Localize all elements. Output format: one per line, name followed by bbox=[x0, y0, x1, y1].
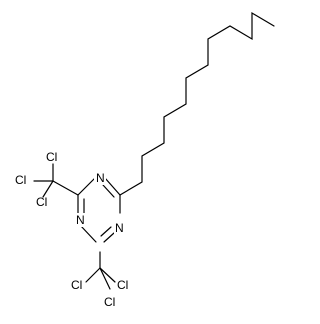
ring-n-left-bg bbox=[74, 213, 86, 227]
lower-c-cl-bond-2 bbox=[99, 267, 116, 283]
ring-bond-c3-n3 bbox=[103, 232, 115, 243]
ring-bond-n1-c2 bbox=[77, 177, 96, 196]
c2-to-ccl3-upper bbox=[52, 180, 79, 196]
ring-n-left-label: N bbox=[76, 213, 85, 227]
dodecyl-chain bbox=[119, 11, 275, 196]
ring-bond-c1-n1 bbox=[104, 177, 121, 196]
atom-labels: N N N Cl Cl Cl Cl Cl Cl bbox=[15, 150, 128, 309]
triazine-ring bbox=[77, 177, 121, 243]
cl-upper-3-label: Cl bbox=[36, 195, 47, 209]
ring-n-top-label: N bbox=[96, 171, 105, 185]
ring-bond-n2-c3 bbox=[79, 224, 97, 243]
ring-n-top-bg bbox=[94, 171, 106, 185]
lower-c-cl-bond-1 bbox=[85, 267, 101, 283]
molecule-structure-diagram: N N N Cl Cl Cl Cl Cl Cl bbox=[15, 11, 275, 309]
lower-trichloromethyl-group bbox=[85, 251, 116, 290]
lower-c-cl-bond-3 bbox=[99, 267, 111, 290]
upper-trichloromethyl-group bbox=[33, 163, 79, 198]
cl-upper-2-label: Cl bbox=[15, 173, 26, 187]
ring-n-bottom-label: N bbox=[115, 221, 124, 235]
cl-upper-1-label: Cl bbox=[46, 150, 57, 164]
cl-lower-2-label: Cl bbox=[117, 278, 128, 292]
cl-lower-1-label: Cl bbox=[71, 278, 82, 292]
ring-n-bottom-bg bbox=[114, 221, 126, 235]
cl-lower-3-label: Cl bbox=[104, 295, 115, 309]
ring-bond-c1-n1-inner bbox=[102, 184, 115, 198]
ring-bond-c3-n3-inner bbox=[100, 226, 112, 237]
upper-c-cl-bond-3 bbox=[42, 180, 54, 198]
